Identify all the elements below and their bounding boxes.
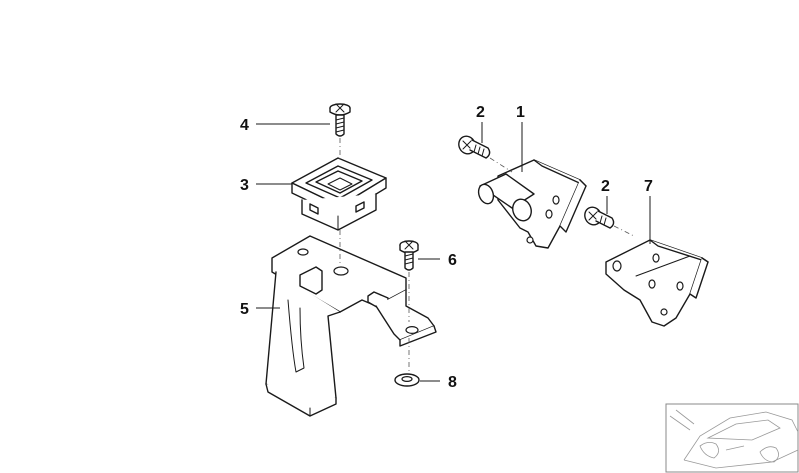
part-5-bracket <box>265 235 437 417</box>
part-4-screw <box>329 103 351 137</box>
part-2-screw-left <box>458 135 491 159</box>
part-1-hinge-bracket <box>477 159 587 249</box>
part-8-washer <box>394 373 420 387</box>
callout-6: 6 <box>448 252 457 269</box>
part-2-screw-right <box>584 206 615 229</box>
assembly-axes <box>339 138 635 372</box>
part-6-screw <box>399 240 419 271</box>
callout-7: 7 <box>644 178 653 195</box>
leader-lines <box>256 122 651 382</box>
callout-2-right: 2 <box>601 178 610 195</box>
callout-3: 3 <box>240 177 249 194</box>
callout-8: 8 <box>448 374 457 391</box>
part-7-hinge-plate <box>605 239 709 327</box>
callout-labels: 4 3 5 6 8 2 1 2 7 <box>240 104 653 391</box>
callout-5: 5 <box>240 301 249 318</box>
callout-4: 4 <box>240 117 249 134</box>
part-3-mount <box>291 157 387 231</box>
callout-2-left: 2 <box>476 104 485 121</box>
callout-1: 1 <box>516 104 525 121</box>
vehicle-locator-thumbnail <box>665 403 799 473</box>
